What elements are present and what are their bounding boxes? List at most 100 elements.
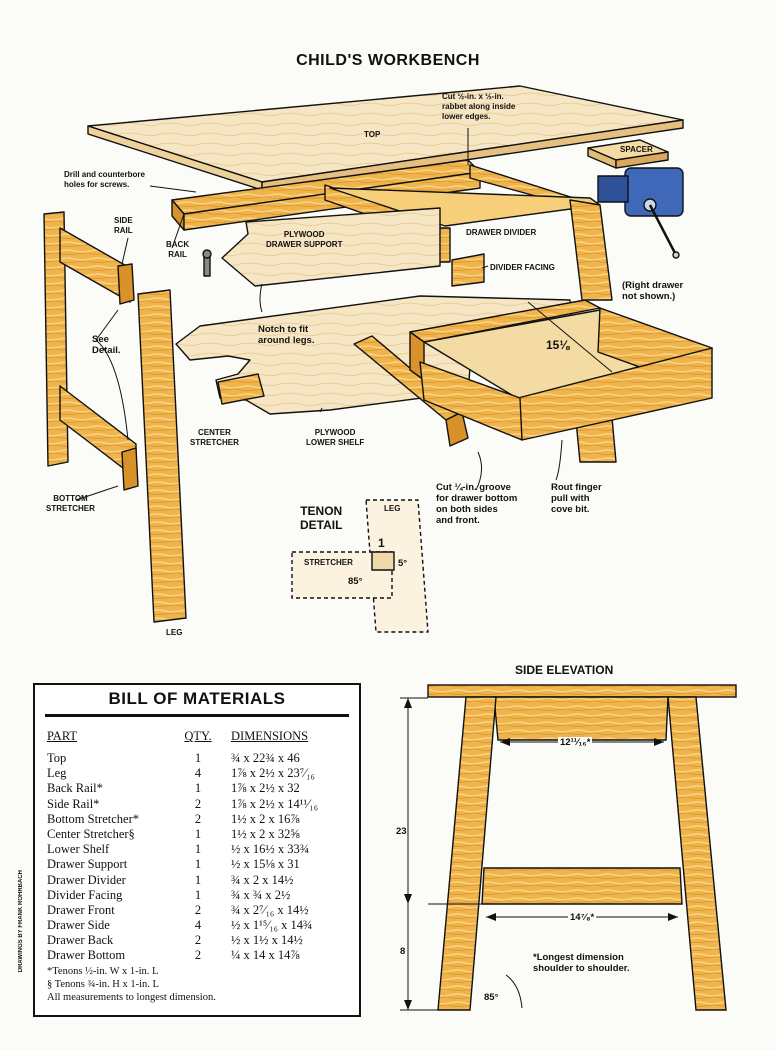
label-leg: LEG — [166, 628, 183, 637]
table-row: Drawer Divider 1 ¾ x 2 x 14½ — [47, 873, 318, 888]
tenon-dim-1: 1 — [378, 536, 385, 550]
label-spacer: SPACER — [620, 145, 653, 154]
bom-note: *Tenons ½-in. W x 1-in. L — [47, 966, 159, 977]
side-elevation-angle: 85° — [484, 992, 499, 1003]
plywood-drawer-support — [221, 207, 441, 287]
bom-dimensions: 1⅞ x 2½ x 23⁷⁄₁₆ — [231, 766, 315, 781]
bom-header-qty: QTY. — [184, 729, 212, 743]
tenon-stretcher — [291, 551, 393, 599]
bom-qty: 2 — [194, 948, 202, 963]
side-elevation-top — [427, 684, 737, 698]
bom-qty: 2 — [194, 796, 202, 811]
bom-qty: 1 — [194, 781, 202, 796]
table-row: Drawer Front 2 ¾ x 2⁷⁄₁₆ x 14½ — [47, 903, 318, 918]
tenon-label-leg: LEG — [384, 504, 401, 513]
bom-part: Drawer Divider — [47, 872, 126, 887]
table-row: Back Rail* 1 1⅞ x 2½ x 32 — [47, 781, 318, 796]
label-drawer-divider: DRAWER DIVIDER — [466, 228, 537, 237]
bom-header-row: PART QTY. DIMENSIONS — [47, 729, 318, 751]
side-rail — [59, 227, 131, 303]
tenon-label-stretcher: STRETCHER — [304, 558, 353, 567]
table-row: Leg 4 1⅞ x 2½ x 23⁷⁄₁₆ — [47, 766, 318, 781]
bom-part: Side Rail* — [47, 796, 100, 811]
bom-dimensions: ¾ x 22¾ x 46 — [231, 751, 300, 765]
bom-part: Bottom Stretcher* — [47, 811, 139, 826]
bom-part: Drawer Side — [47, 918, 110, 933]
bom-part: Drawer Back — [47, 933, 114, 948]
side-elevation-leg-left — [437, 696, 497, 1011]
bom-header-dimensions: DIMENSIONS — [231, 729, 309, 743]
bom-qty: 4 — [194, 918, 202, 933]
bom-note: All measurements to longest dimension. — [47, 992, 216, 1003]
side-elevation-leg-right — [667, 696, 727, 1011]
bom-part: Center Stretcher§ — [47, 826, 135, 841]
bom-part: Leg — [47, 766, 67, 781]
side-elevation-title: SIDE ELEVATION — [515, 663, 614, 677]
bom-dimensions: 1½ x 2 x 32⅝ — [231, 826, 300, 841]
side-elevation-dim-top: 12¹¹⁄₁₆* — [558, 737, 593, 748]
label-top: TOP — [364, 130, 381, 139]
bom-part: Top — [47, 751, 67, 765]
bom-title: BILL OF MATERIALS — [108, 689, 286, 708]
bom-dimensions: ¾ x 2⁷⁄₁₆ x 14½ — [231, 902, 309, 917]
tenon-angle-85: 85° — [348, 576, 363, 587]
bom-dimensions: ½ x 1½ x 14½ — [231, 933, 303, 948]
bom-qty: 2 — [194, 902, 202, 917]
bom-qty: 4 — [194, 766, 202, 781]
bom-qty: 1 — [194, 872, 202, 887]
bom-dimensions: ½ x 16½ x 33¾ — [231, 842, 310, 857]
bom-note: § Tenons ¾-in. H x 1-in. L — [47, 979, 159, 990]
table-row: Divider Facing 1 ¾ x ¾ x 2½ — [47, 888, 318, 903]
bom-notes: *Tenons ½-in. W x 1-in. L § Tenons ¾-in.… — [47, 965, 216, 1004]
label-drawer-width: 15⅛ — [546, 338, 570, 352]
bom-part: Lower Shelf — [47, 842, 110, 857]
tenon-angle-5: 5° — [398, 558, 408, 569]
screw — [202, 249, 212, 277]
bom-rule — [45, 714, 349, 717]
bom-dimensions: ¾ x ¾ x 2½ — [231, 887, 291, 902]
bom-part: Drawer Front — [47, 902, 115, 917]
bom-part: Drawer Bottom — [47, 948, 126, 963]
bom-part: Back Rail* — [47, 781, 103, 796]
bom-qty: 1 — [194, 887, 202, 902]
bom-header-part: PART — [47, 729, 78, 743]
bom-part: Divider Facing — [47, 887, 123, 902]
bom-qty: 1 — [194, 842, 202, 857]
bom-dimensions: ¾ x 2 x 14½ — [231, 872, 294, 887]
side-elevation-height: 23 — [396, 826, 407, 837]
bom-dimensions: 1⅞ x 2½ x 32 — [231, 781, 300, 796]
bom-qty: 1 — [194, 857, 202, 872]
side-elevation-stretcher — [481, 867, 683, 905]
vise — [597, 167, 684, 259]
table-row: Lower Shelf 1 ½ x 16½ x 33¾ — [47, 842, 318, 857]
center-stretcher — [217, 373, 265, 405]
bom-dimensions: 1½ x 2 x 16⅞ — [231, 811, 300, 826]
left-leg-front — [137, 289, 187, 623]
bom-part: Drawer Support — [47, 857, 128, 872]
side-elevation-lower-height: 8 — [400, 946, 406, 957]
side-elevation-rail — [493, 696, 669, 741]
